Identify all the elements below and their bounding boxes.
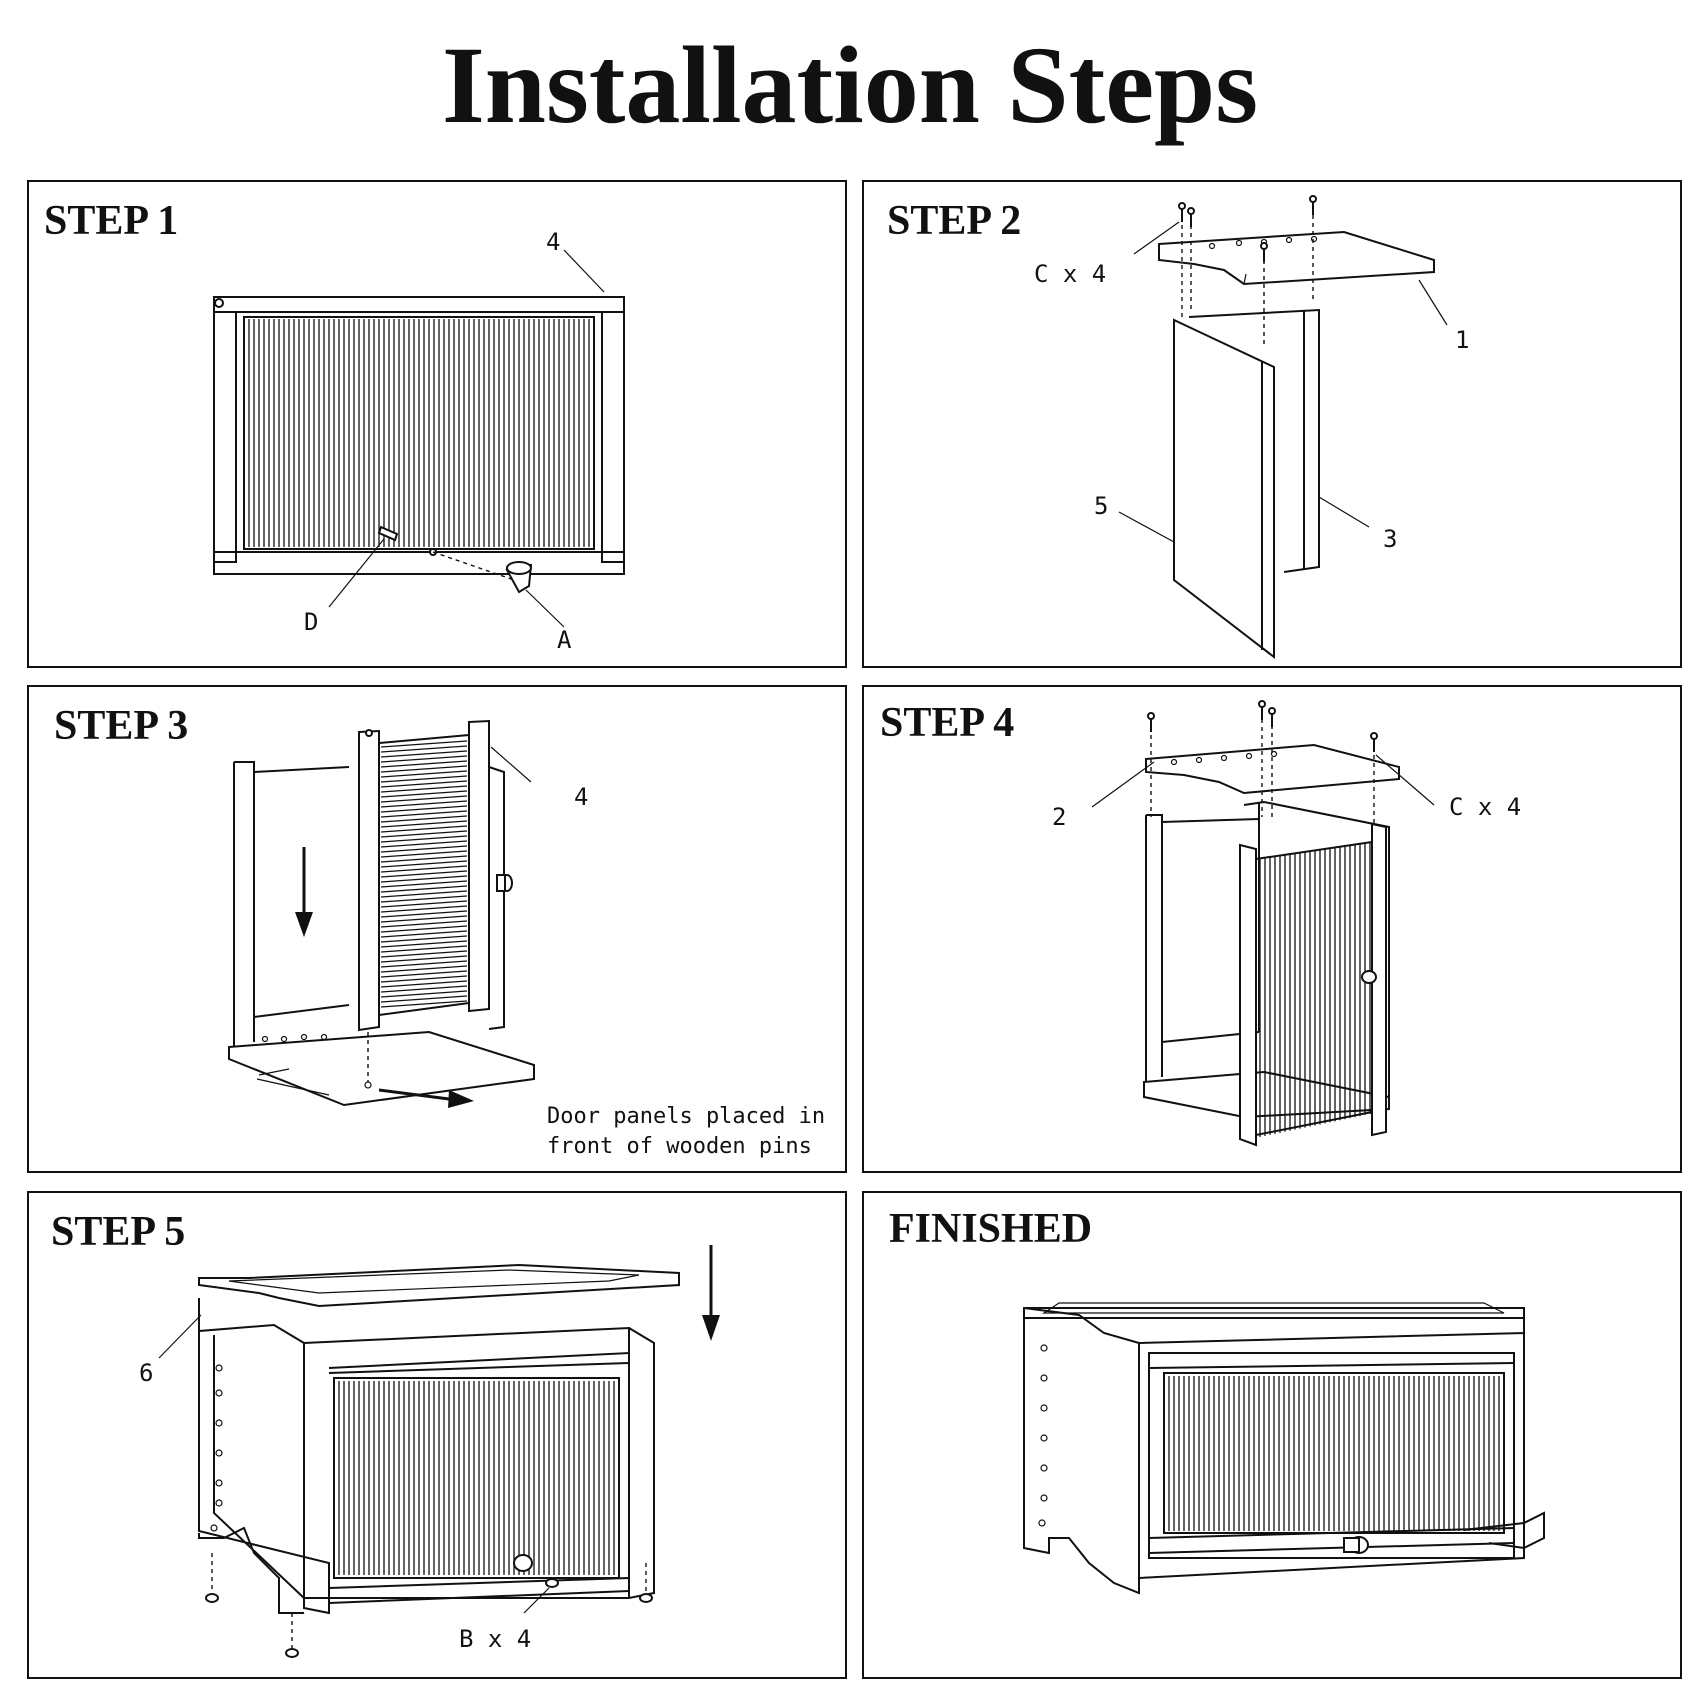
step-1-label: STEP 1: [44, 198, 179, 244]
step-2-panel: STEP 2 C x 4 1 5 3: [862, 180, 1682, 668]
part-label-1: 1: [1455, 326, 1470, 354]
step-2-illustration: [1118, 195, 1448, 660]
step-5-label: STEP 5: [51, 1209, 186, 1255]
step-1-illustration: [213, 249, 625, 628]
part-label-B-x-4: B x 4: [459, 1625, 532, 1653]
step-3-illustration: [228, 719, 535, 1108]
step-1-panel: STEP 1 4 D A: [27, 180, 847, 668]
part-label-4: 4: [546, 228, 561, 256]
part-label-6: 6: [139, 1359, 154, 1387]
part-label-D: D: [304, 608, 319, 636]
page-title: Installation Steps: [441, 24, 1259, 146]
part-label-5: 5: [1094, 492, 1109, 520]
finished-illustration: [1023, 1302, 1545, 1595]
finished-label: FINISHED: [889, 1206, 1093, 1252]
step-4-illustration: [1091, 700, 1435, 1147]
step-4-panel: STEP 4 2 C x 4: [862, 685, 1682, 1173]
part-label-C-x-4: C x 4: [1034, 260, 1107, 288]
finished-panel: FINISHED: [862, 1191, 1682, 1679]
part-label-3: 3: [1383, 525, 1398, 553]
step-2-label: STEP 2: [887, 198, 1022, 244]
step-3-panel: STEP 3 4 Door panels placed in front of …: [27, 685, 847, 1173]
part-label-C-x-4: C x 4: [1449, 793, 1522, 821]
step-3-label: STEP 3: [54, 703, 189, 749]
step-5-illustration: [158, 1245, 720, 1658]
part-label-2: 2: [1052, 803, 1067, 831]
step-4-label: STEP 4: [880, 700, 1015, 746]
part-label-4: 4: [574, 783, 589, 811]
note-line-2: front of wooden pins: [547, 1134, 812, 1159]
step-5-panel: STEP 5 6 B x 4: [27, 1191, 847, 1679]
note-line-1: Door panels placed in: [547, 1104, 826, 1129]
part-label-A: A: [557, 626, 572, 654]
